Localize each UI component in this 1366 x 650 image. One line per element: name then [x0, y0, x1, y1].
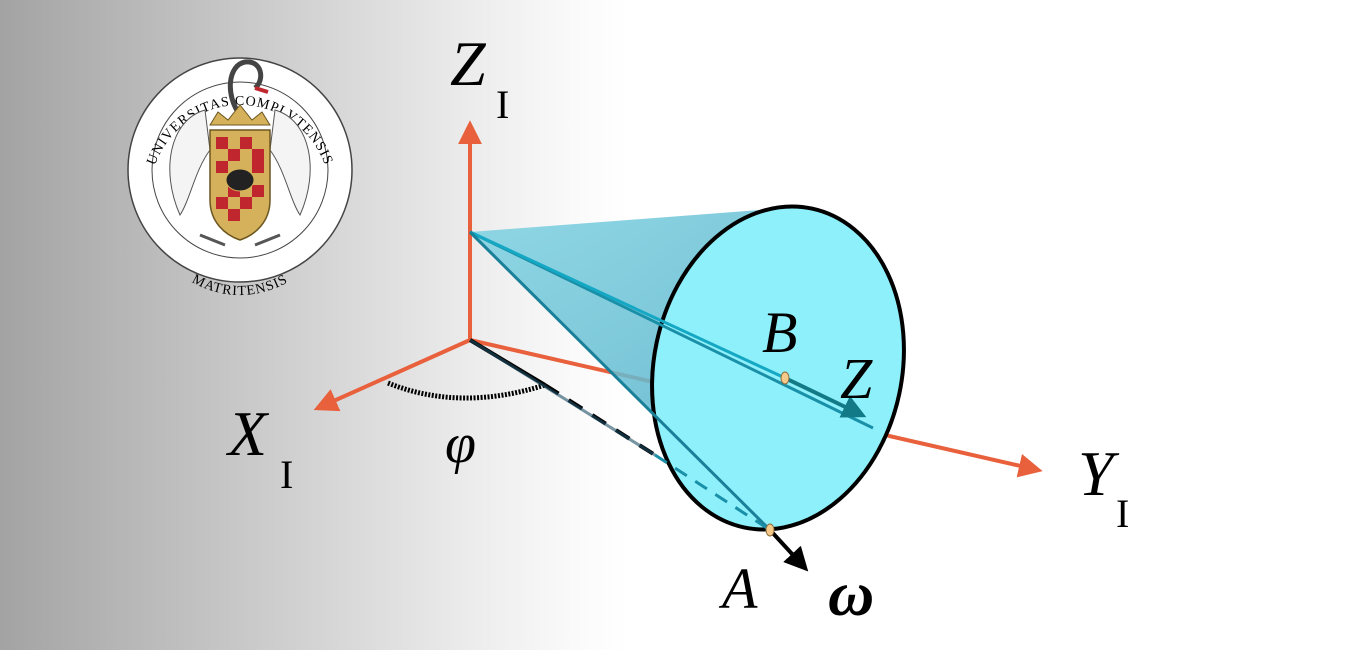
- omega-arrow: [768, 528, 809, 572]
- point-b-marker: [780, 371, 790, 385]
- point-b-label: B: [762, 300, 797, 365]
- body-z-arrow: [784, 376, 867, 418]
- swan-neck-icon: [227, 59, 264, 117]
- phi-angle-arc: [387, 380, 546, 401]
- left-wing-icon: [169, 109, 211, 217]
- cone-hidden-line: [469, 338, 656, 457]
- shield-icon: [209, 129, 271, 241]
- x-axis-arrow: [313, 338, 471, 412]
- y-axis-label: Y: [1078, 438, 1120, 509]
- omega-label: ω: [828, 558, 874, 629]
- x-axis-subscript: I: [280, 452, 293, 497]
- point-a-label: A: [718, 556, 758, 621]
- seal-ribbon-icon: [199, 233, 281, 247]
- z-axis-label: Z: [450, 28, 487, 99]
- crown-icon: [209, 104, 271, 126]
- cone: [468, 204, 906, 532]
- university-seal: UNIVERSITAS COMPLVTENSIS MATRITENSIS: [127, 57, 353, 299]
- x-axis-label: X: [225, 398, 270, 469]
- z-axis-subscript: I: [496, 82, 509, 127]
- cone-axis-line: [469, 230, 786, 380]
- cone-base-ellipse: [650, 204, 906, 532]
- phi-label: φ: [445, 413, 476, 475]
- swan-beak-icon: [254, 86, 269, 94]
- body-z-label: Z: [840, 346, 873, 411]
- right-wing-icon: [269, 109, 311, 217]
- y-axis-subscript: I: [1116, 491, 1129, 536]
- point-a-marker: [765, 523, 775, 537]
- cone-generatrix-line: [468, 230, 772, 532]
